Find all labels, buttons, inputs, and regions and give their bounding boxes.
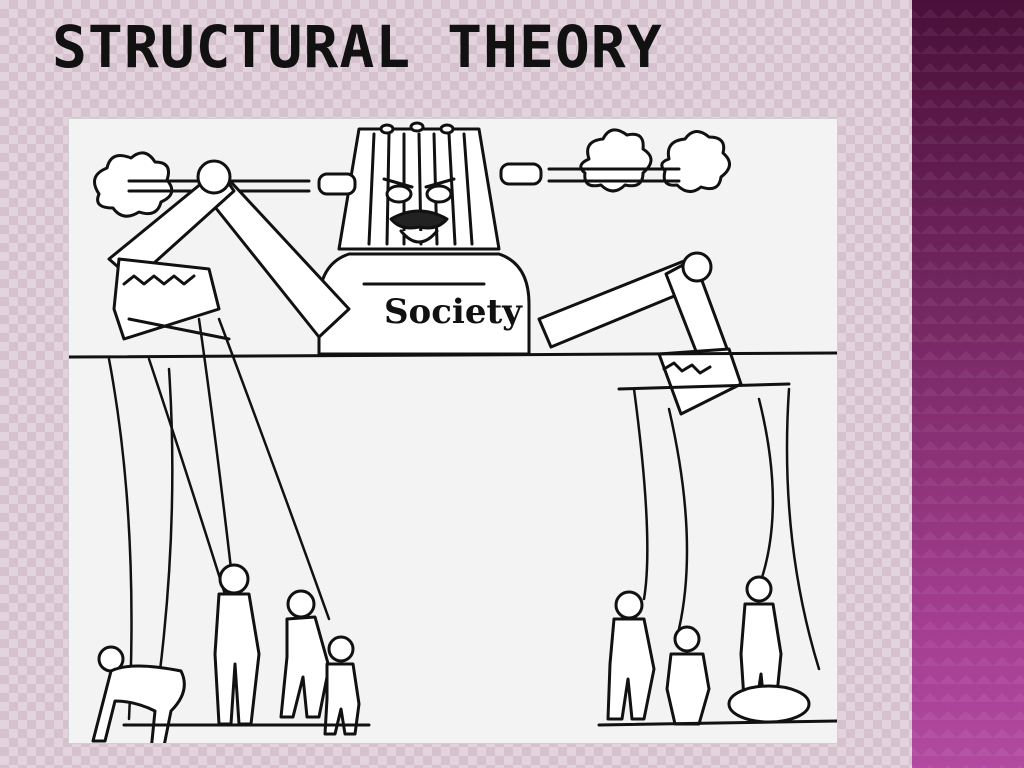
puppet-strings-right [632, 387, 821, 671]
robot-body: Society [317, 252, 531, 356]
people-group-right [597, 575, 837, 727]
robot-society-label: Society [384, 292, 523, 332]
ground-line [69, 351, 837, 359]
robot-arm-left [107, 159, 351, 341]
steam-cloud-left [93, 151, 174, 218]
slide-title: STRUCTURAL THEORY [52, 13, 663, 81]
society-puppeteer-cartoon: Society [68, 118, 838, 744]
robot-arm-right [537, 251, 791, 416]
decorative-side-panel [912, 0, 1024, 768]
robot-head [317, 121, 543, 251]
people-group-left [91, 563, 371, 743]
steam-cloud-right-2 [660, 130, 731, 193]
